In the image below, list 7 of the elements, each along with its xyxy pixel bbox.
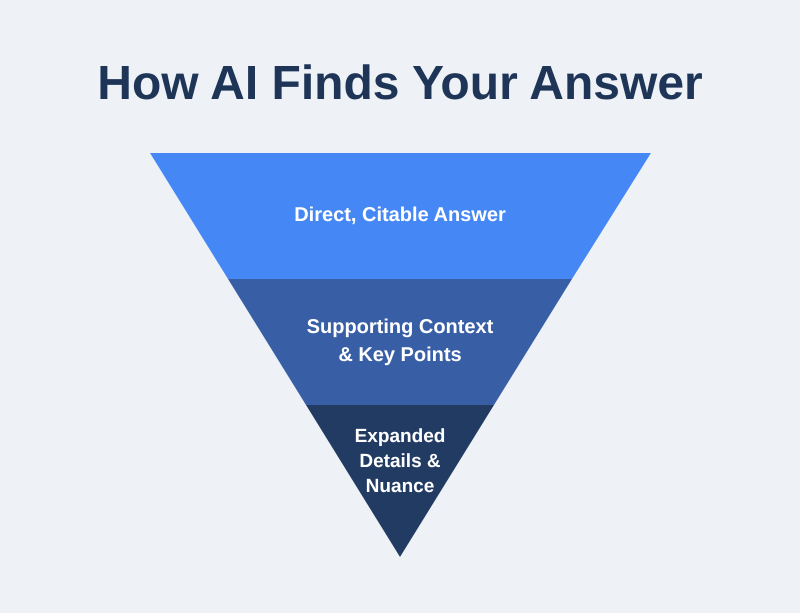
funnel-band [306,405,494,557]
diagram-title: How AI Finds Your Answer [96,56,704,112]
band-label: Supporting Context & Key Points [306,315,494,368]
band-label: Expanded Details & Nuance [354,425,446,499]
funnel-band [150,153,651,279]
band-label: Direct, Citable Answer [293,203,507,228]
funnel-band [228,279,572,405]
